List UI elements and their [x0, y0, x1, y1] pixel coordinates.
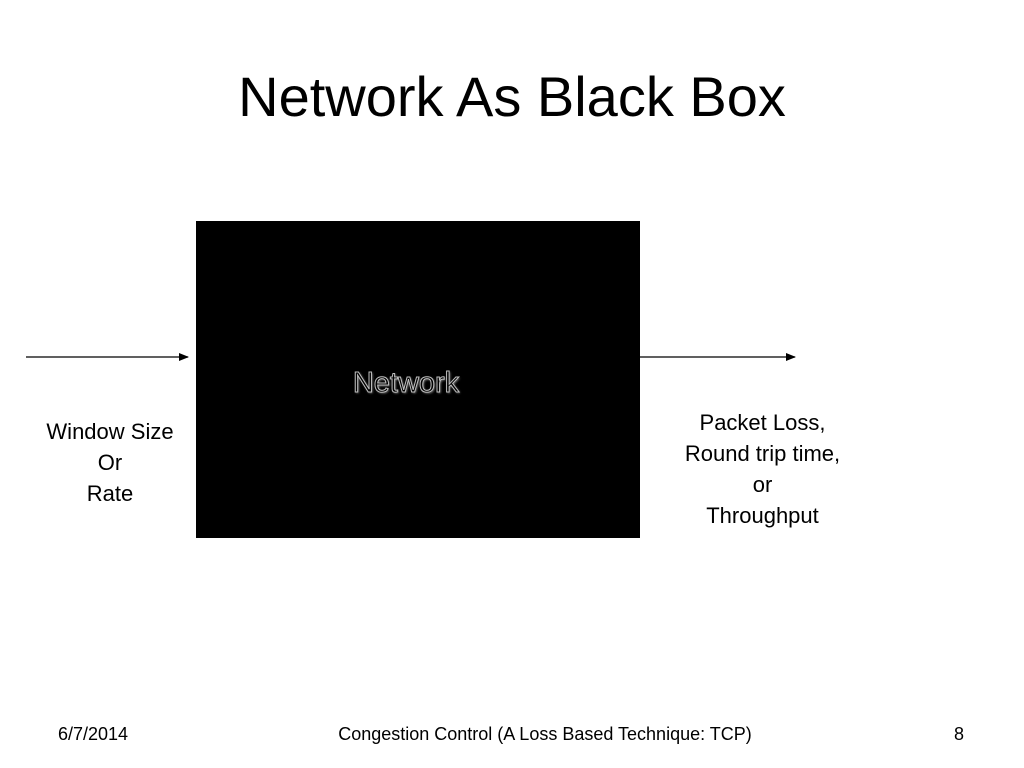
network-label: Network: [352, 367, 460, 400]
output-label-line: Throughput: [706, 503, 819, 528]
input-label: Window Size Or Rate: [20, 416, 200, 509]
output-label-line: or: [752, 472, 773, 497]
input-label-line: Or: [97, 450, 123, 475]
output-label-line: Round trip time,: [684, 441, 841, 466]
slide-title: Network As Black Box: [238, 65, 786, 128]
page-number: 8: [953, 724, 964, 744]
footer-date: 6/7/2014: [58, 724, 129, 744]
network-black-box: Network: [196, 221, 640, 538]
input-label-line: Window Size: [46, 419, 174, 444]
footer-title: Congestion Control (A Loss Based Techniq…: [338, 724, 752, 744]
output-label-line: Packet Loss,: [699, 410, 826, 435]
input-label-line: Rate: [86, 481, 134, 506]
output-label: Packet Loss, Round trip time, or Through…: [655, 407, 870, 531]
